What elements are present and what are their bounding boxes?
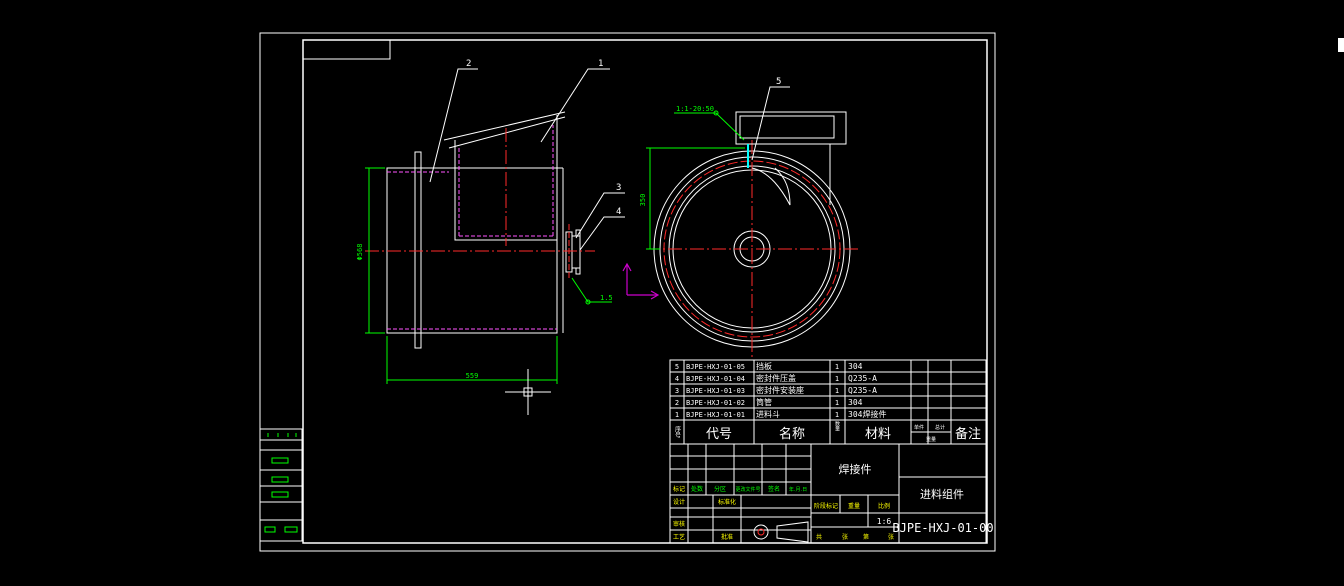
outer-border [259, 32, 996, 552]
balloon-5: 5 [776, 77, 781, 87]
bom-cell-code: BJPE-HXJ-01-05 [686, 363, 745, 371]
bom-cell-qty: 1 [835, 411, 839, 419]
bom-cell-name: 密封件压盖 [756, 373, 796, 383]
balloon-1: 1 [598, 59, 603, 69]
bom-cell-qty: 1 [835, 387, 839, 395]
bom-cell-code: BJPE-HXJ-01-03 [686, 387, 745, 395]
left-strip [259, 428, 303, 542]
bom-header-name: 名称 [779, 426, 805, 442]
label-weight: 重量 [848, 502, 860, 510]
bom-header-total: 总计 [935, 424, 945, 431]
weld-note-side: 1.5 [600, 294, 613, 302]
title-part-name: 进料组件 [920, 487, 964, 501]
label-sheets-total: 共 [816, 533, 822, 541]
bom-cell-material: 304焊接件 [848, 409, 886, 419]
bom-header-qty: 数量 [834, 420, 840, 432]
bom-cell-seq: 2 [675, 399, 679, 407]
bom-cell-name: 筒管 [756, 397, 772, 407]
front-view [646, 86, 858, 358]
label-change-doc: 更改文件号 [735, 486, 760, 493]
bom-header-material: 材料 [865, 427, 891, 442]
title-part-type: 焊接件 [839, 462, 872, 476]
bom-cell-name: 密封件安装座 [756, 385, 804, 395]
label-zone: 分区 [714, 485, 726, 493]
label-design: 设计 [673, 498, 685, 506]
cursor-crosshair [505, 369, 551, 415]
bom-header-weight: 重量 [926, 436, 936, 443]
ucs-icon [622, 262, 660, 300]
bom-cell-name: 挡板 [756, 361, 772, 371]
bom-table-grid [669, 359, 987, 445]
title-block-grid [669, 443, 987, 544]
balloon-3: 3 [616, 183, 621, 193]
bom-cell-seq: 1 [675, 411, 679, 419]
bom-header-code: 代号 [706, 427, 732, 442]
title-scale: 1:6 [877, 517, 892, 526]
label-date: 年.月.日 [789, 486, 807, 493]
label-stage-mark: 阶段标记 [814, 502, 838, 510]
bom-cell-qty: 1 [835, 399, 839, 407]
bom-cell-code: BJPE-HXJ-01-01 [686, 411, 745, 419]
bom-cell-seq: 4 [675, 375, 679, 383]
bom-cell-material: 304 [848, 398, 863, 407]
dim-front-height: 350 [639, 194, 647, 207]
bom-header-remark: 备注 [955, 426, 981, 442]
scrollbar-thumb[interactable] [1338, 38, 1344, 52]
label-approve: 批准 [721, 533, 733, 541]
bom-cell-code: BJPE-HXJ-01-02 [686, 399, 745, 407]
title-drawing-no: BJPE-HXJ-01-00 [892, 521, 993, 535]
bom-cell-qty: 1 [835, 375, 839, 383]
weld-note-front: 1:1-20:50 [676, 105, 714, 113]
dim-side-height: Φ568 [356, 244, 364, 261]
bom-rows: 5 BJPE-HXJ-01-05 挡板 1 304 4 BJPE-HXJ-01-04 密封件压… [675, 361, 887, 419]
label-sheet-word: 张 [888, 533, 894, 541]
label-review: 审核 [673, 520, 685, 528]
side-view [365, 111, 612, 384]
bom-cell-material: Q235-A [848, 374, 877, 383]
bom-cell-seq: 3 [675, 387, 679, 395]
inner-border [302, 39, 988, 544]
bom-header-seq: 序号 [674, 425, 681, 439]
label-sheet-no: 第 [863, 533, 869, 541]
dim-side-length: 559 [466, 372, 479, 380]
label-scale: 比例 [878, 502, 890, 510]
bom-cell-name: 进料斗 [756, 409, 780, 419]
label-standardize: 标准化 [718, 498, 736, 506]
label-sheets-word: 张 [842, 533, 848, 541]
bom-cell-seq: 5 [675, 363, 679, 371]
balloon-2: 2 [466, 59, 471, 69]
bom-cell-material: 304 [848, 362, 863, 371]
balloon-leaders [429, 68, 625, 251]
bom-cell-code: BJPE-HXJ-01-04 [686, 375, 745, 383]
bom-cell-material: Q235-A [848, 386, 877, 395]
label-process: 工艺 [673, 533, 685, 541]
bom-cell-qty: 1 [835, 363, 839, 371]
bom-header-single: 单件 [914, 424, 924, 431]
balloon-4: 4 [616, 207, 621, 217]
top-left-box [302, 39, 391, 60]
label-mark: 标记 [673, 485, 685, 493]
label-signature: 签名 [768, 485, 780, 493]
label-count: 处数 [691, 485, 703, 493]
projection-symbol [753, 521, 809, 543]
